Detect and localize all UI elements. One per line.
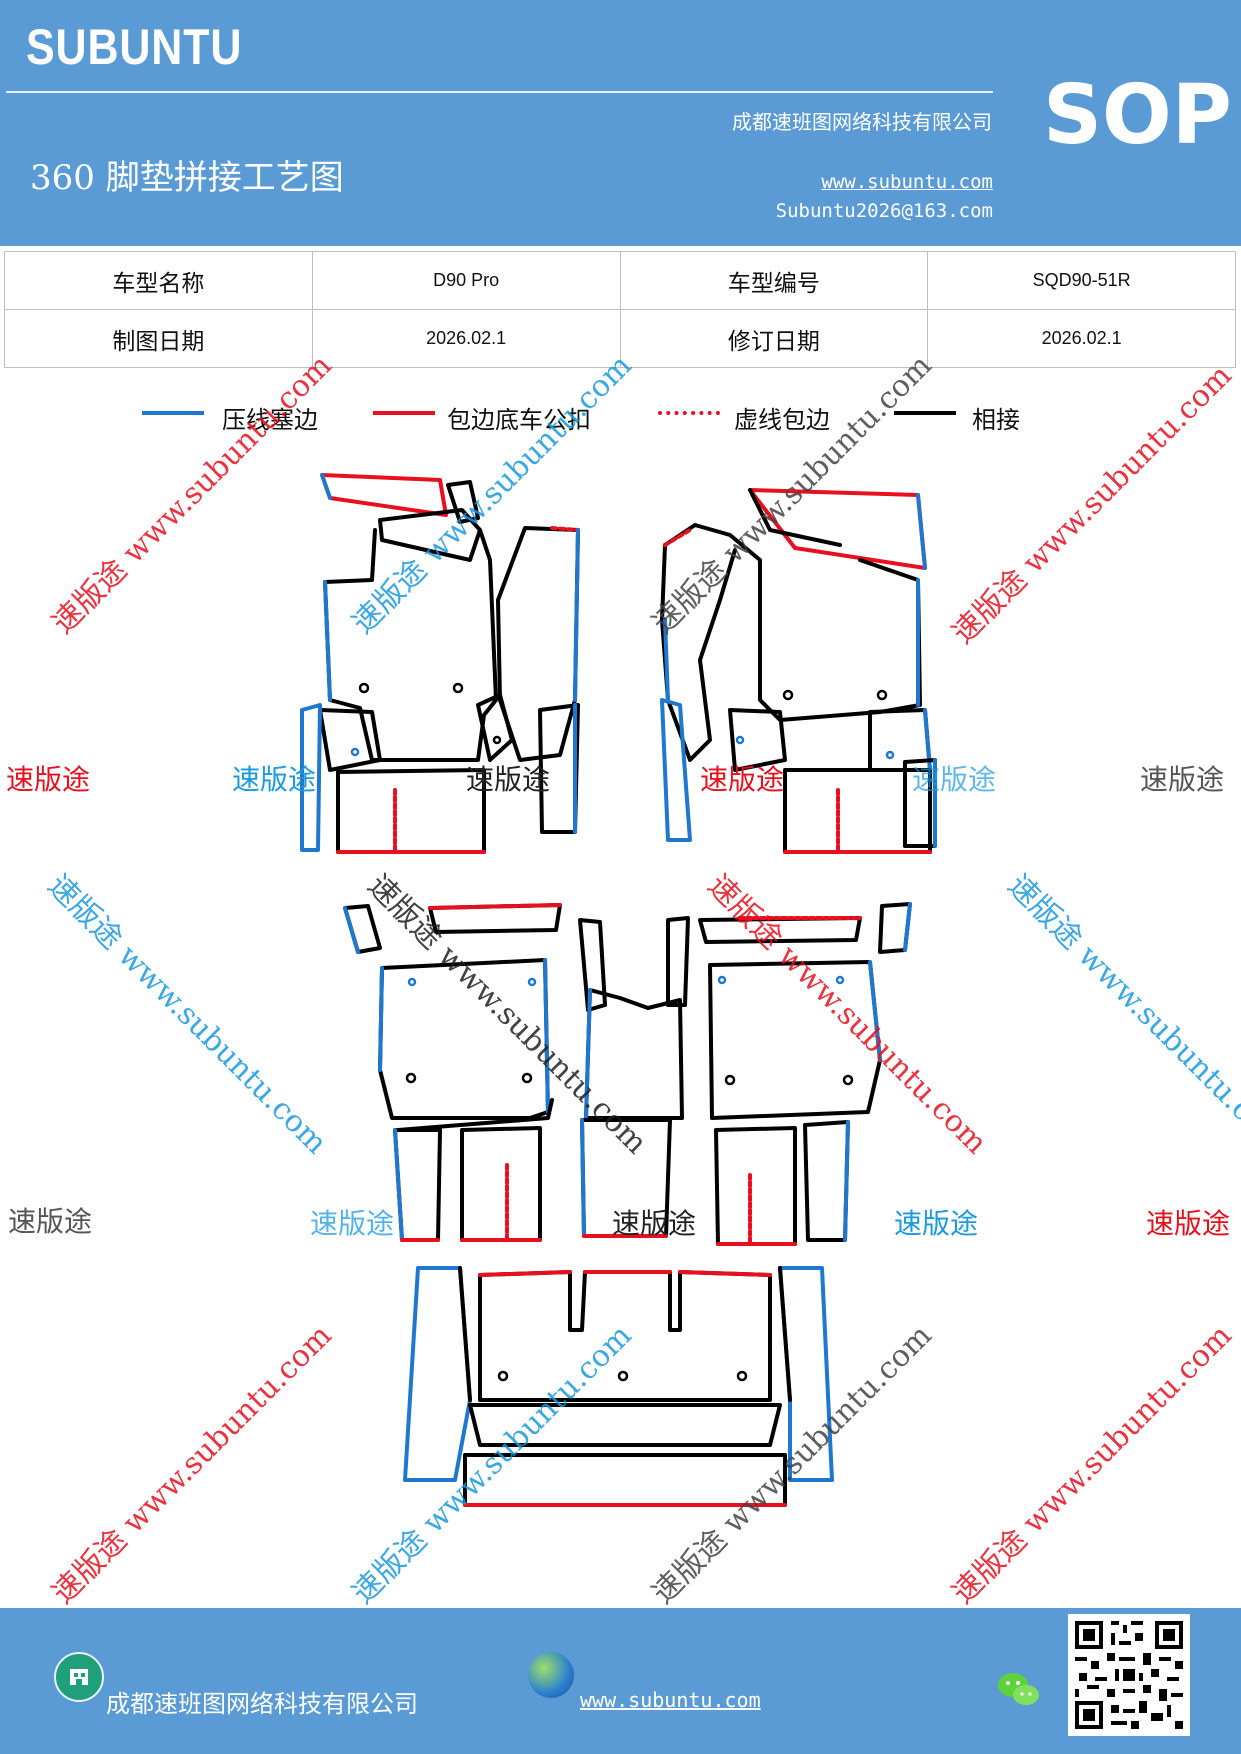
- footer-banner: 成都速班图网络科技有限公司 www.subuntu.com: [0, 1608, 1241, 1754]
- legend-label: 相接: [972, 406, 1020, 434]
- header-email: Subuntu2026@163.com: [775, 200, 993, 222]
- wechat-icon: [996, 1670, 1042, 1710]
- rear-row-mats: [403, 1266, 834, 1507]
- brand-logo-text: SUBUNTU: [26, 19, 243, 75]
- header-company-name: 成都速班图网络科技有限公司: [732, 110, 992, 134]
- table-row: 车型名称 D90 Pro 车型编号 SQD90-51R: [4, 251, 1236, 310]
- page-title: 360 脚垫拼接工艺图: [30, 158, 344, 198]
- revision-date-value: 2026.02.1: [927, 309, 1236, 368]
- front-right-mat: [660, 488, 937, 854]
- building-logo-icon: [54, 1652, 104, 1702]
- legend-label: 虚线包边: [734, 406, 830, 434]
- floor-mat-diagram: [300, 473, 937, 1507]
- legend-swatch: [142, 411, 204, 415]
- legend-swatch: [894, 411, 956, 415]
- model-name-value: D90 Pro: [311, 251, 621, 310]
- legend-label: 包边底车公扣: [447, 406, 591, 434]
- header-banner: SUBUNTU 成都速班图网络科技有限公司 360 脚垫拼接工艺图 www.su…: [0, 0, 1241, 246]
- revision-date-label: 修订日期: [619, 309, 929, 368]
- legend-swatch: [658, 411, 720, 415]
- front-left-mat: [300, 473, 580, 854]
- globe-icon: [528, 1652, 574, 1698]
- draw-date-label: 制图日期: [4, 309, 313, 368]
- vehicle-info-table: 车型名称 D90 Pro 车型编号 SQD90-51R 制图日期 2026.02…: [4, 251, 1236, 368]
- table-row: 制图日期 2026.02.1 修订日期 2026.02.1: [4, 309, 1236, 368]
- legend-label: 压线塞边: [222, 406, 318, 434]
- sop-badge: SOP: [1043, 68, 1232, 163]
- legend-swatch: [373, 411, 435, 415]
- qr-code-icon[interactable]: [1068, 1614, 1190, 1736]
- footer-website-link[interactable]: www.subuntu.com: [580, 1688, 761, 1712]
- model-code-value: SQD90-51R: [927, 251, 1236, 310]
- draw-date-value: 2026.02.1: [311, 309, 621, 368]
- header-website-link[interactable]: www.subuntu.com: [821, 171, 993, 193]
- line-legend: 压线塞边 包边底车公扣 虚线包边 相接: [0, 400, 1241, 440]
- model-code-label: 车型编号: [619, 251, 929, 310]
- model-name-label: 车型名称: [4, 251, 313, 310]
- footer-company-name: 成都速班图网络科技有限公司: [106, 1690, 418, 1718]
- middle-row-mats: [343, 902, 912, 1246]
- header-divider: [6, 91, 993, 93]
